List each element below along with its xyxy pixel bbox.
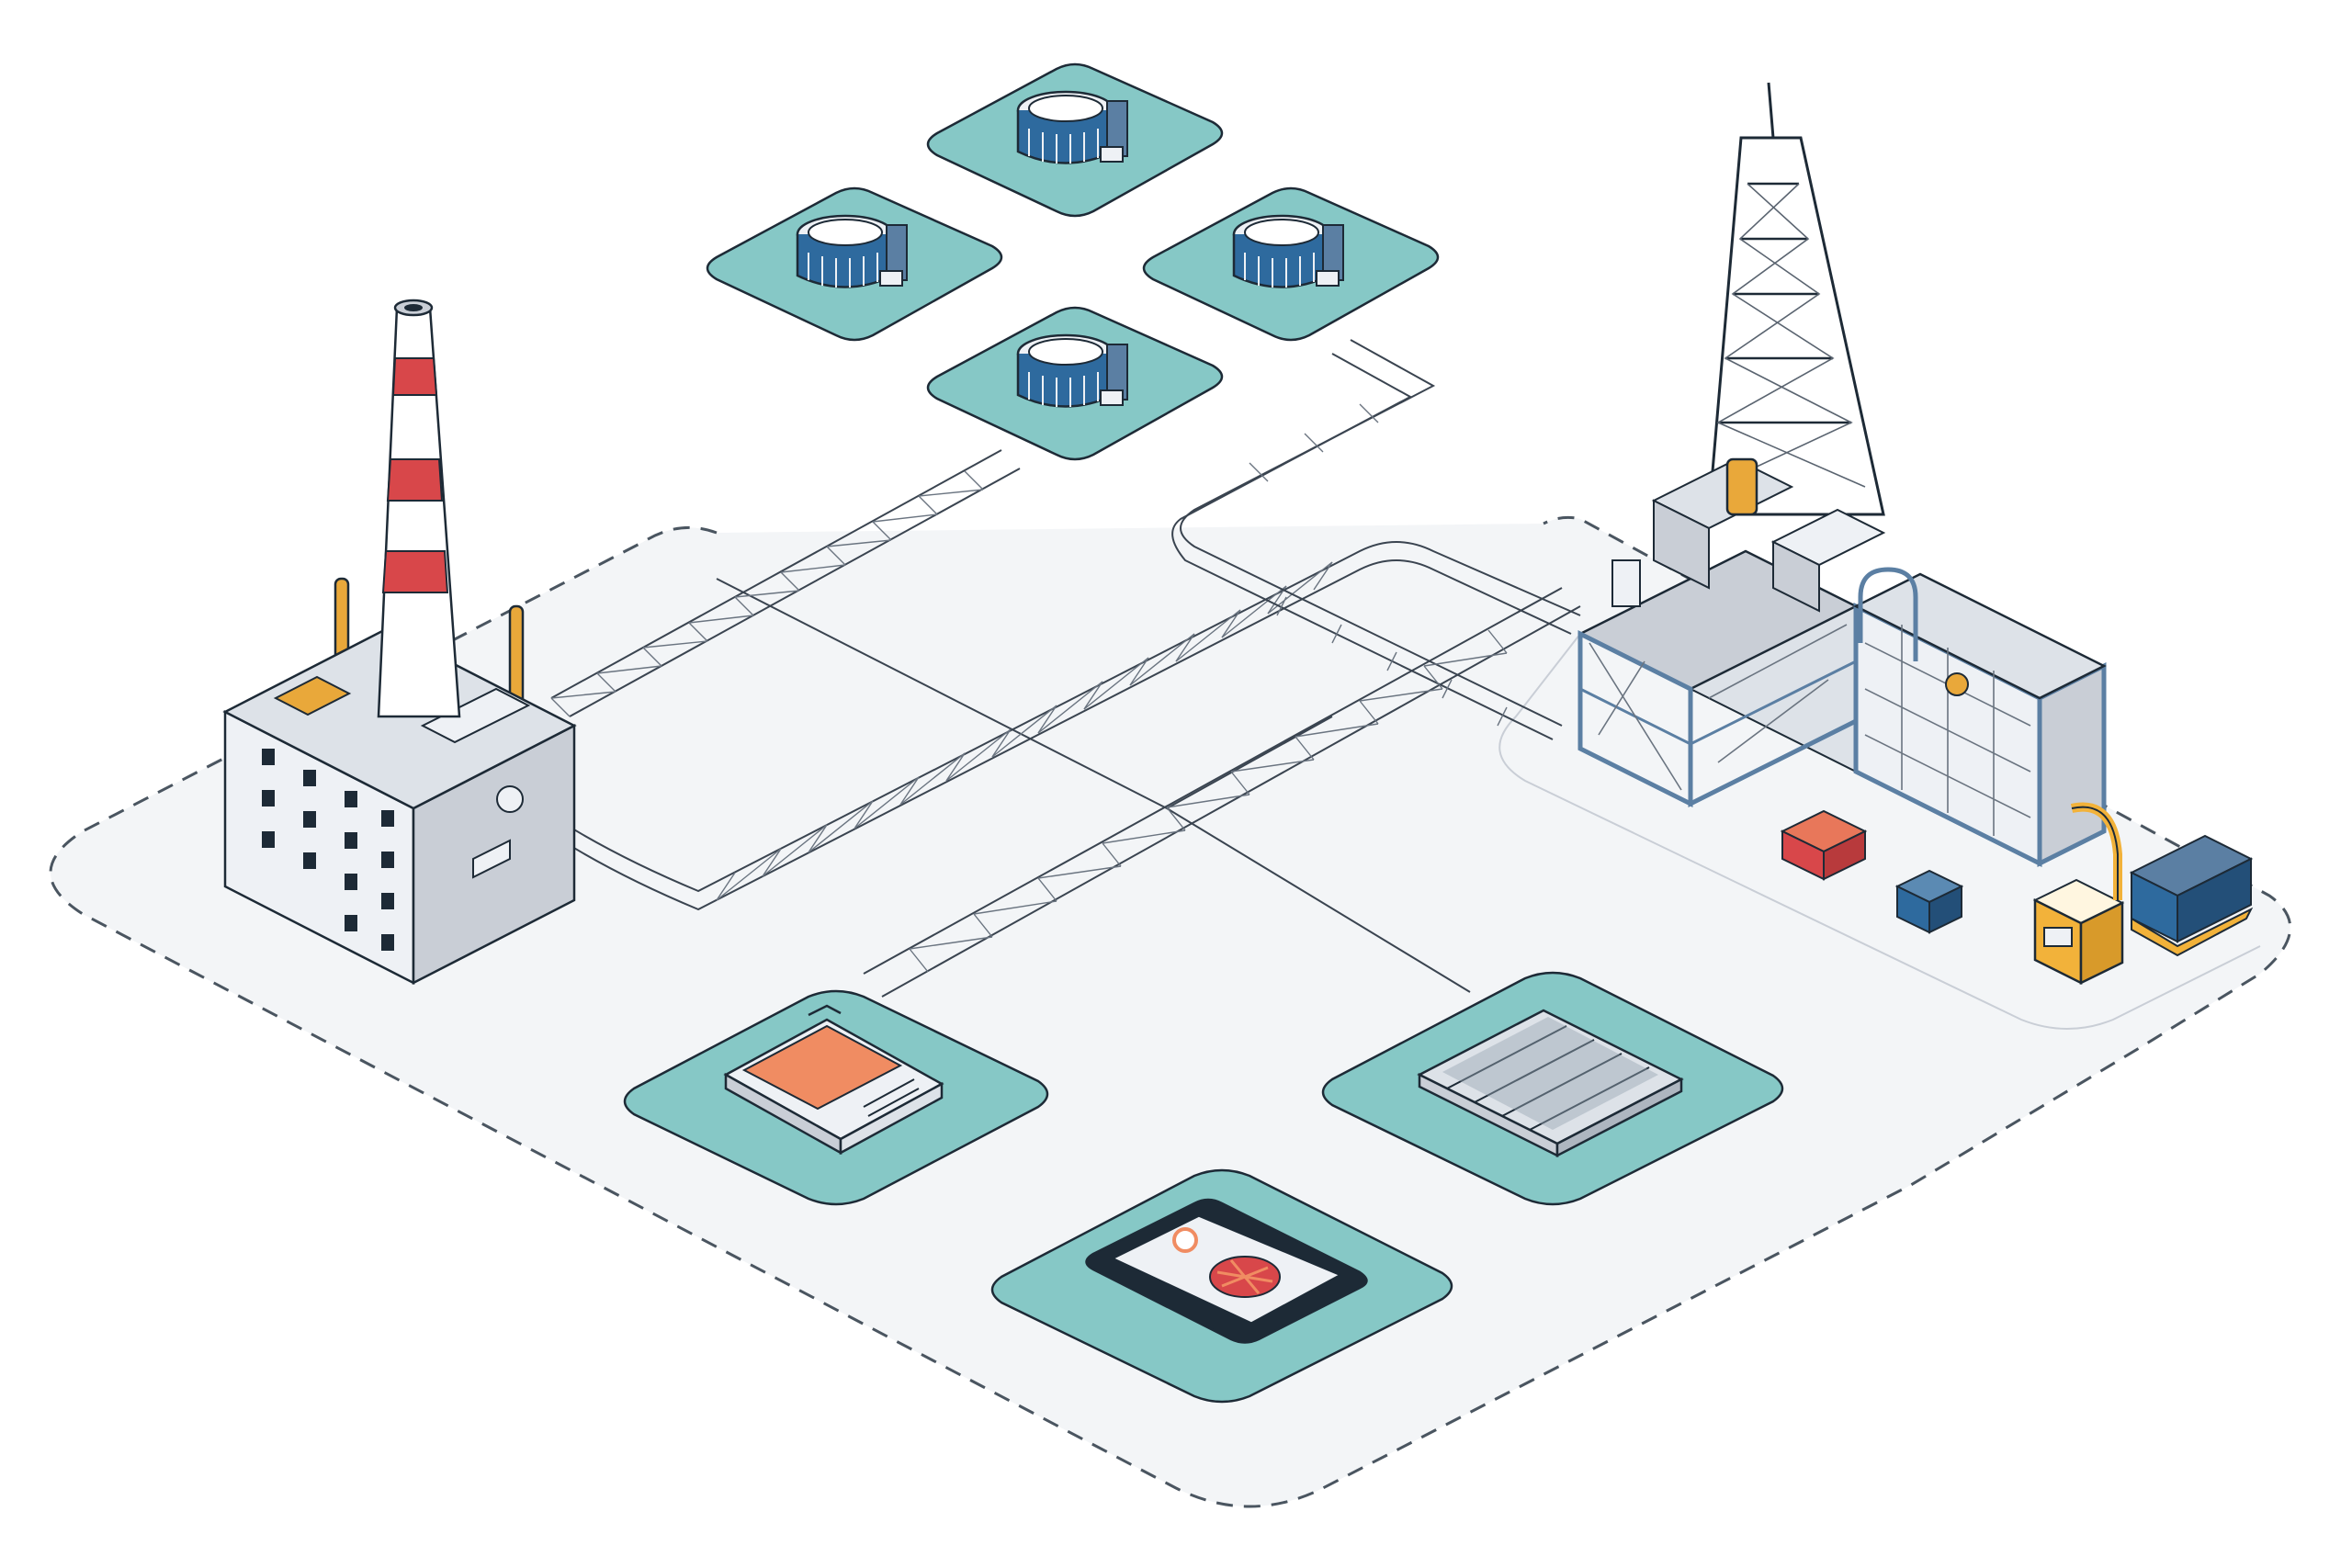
pipe-rack-to-products bbox=[863, 587, 1581, 998]
product-pad-battery bbox=[623, 989, 1049, 1206]
storage-tank-icon bbox=[1016, 333, 1128, 408]
product-pad-phone bbox=[990, 1168, 1453, 1404]
tank-pad-bottom bbox=[926, 306, 1224, 461]
storage-tank-icon bbox=[1016, 90, 1128, 164]
smartphone-icon bbox=[1085, 1198, 1368, 1344]
pipe-rack-factory-to-refinery bbox=[514, 541, 1581, 911]
cargo-box-icon bbox=[1780, 809, 1964, 934]
chimney-icon bbox=[377, 299, 461, 718]
factory-building-icon bbox=[222, 577, 577, 986]
battery-pack-icon bbox=[723, 1004, 944, 1156]
tank-pad-top bbox=[926, 62, 1224, 218]
refinery-plant-icon bbox=[1577, 457, 2107, 868]
product-pad-solar bbox=[1321, 971, 1784, 1206]
pipe-rack-tanks-to-refinery bbox=[1171, 339, 1563, 740]
pipe-racks bbox=[514, 339, 1581, 998]
tank-pad-left bbox=[706, 186, 1003, 342]
tank-pad-right bbox=[1142, 186, 1440, 342]
pipe-rack-factory-to-tanks bbox=[550, 449, 1021, 717]
storage-tank-pads bbox=[706, 62, 1440, 461]
forklift-truck-icon bbox=[2032, 802, 2254, 986]
storage-tank-icon bbox=[796, 214, 908, 288]
storage-tank-icon bbox=[1232, 214, 1344, 288]
site-boundary bbox=[49, 515, 2292, 1508]
product-pads bbox=[623, 971, 1784, 1404]
drilling-derrick-icon bbox=[1707, 82, 1885, 516]
solar-panel-icon bbox=[1417, 1009, 1684, 1158]
connection-lines bbox=[716, 578, 1471, 993]
